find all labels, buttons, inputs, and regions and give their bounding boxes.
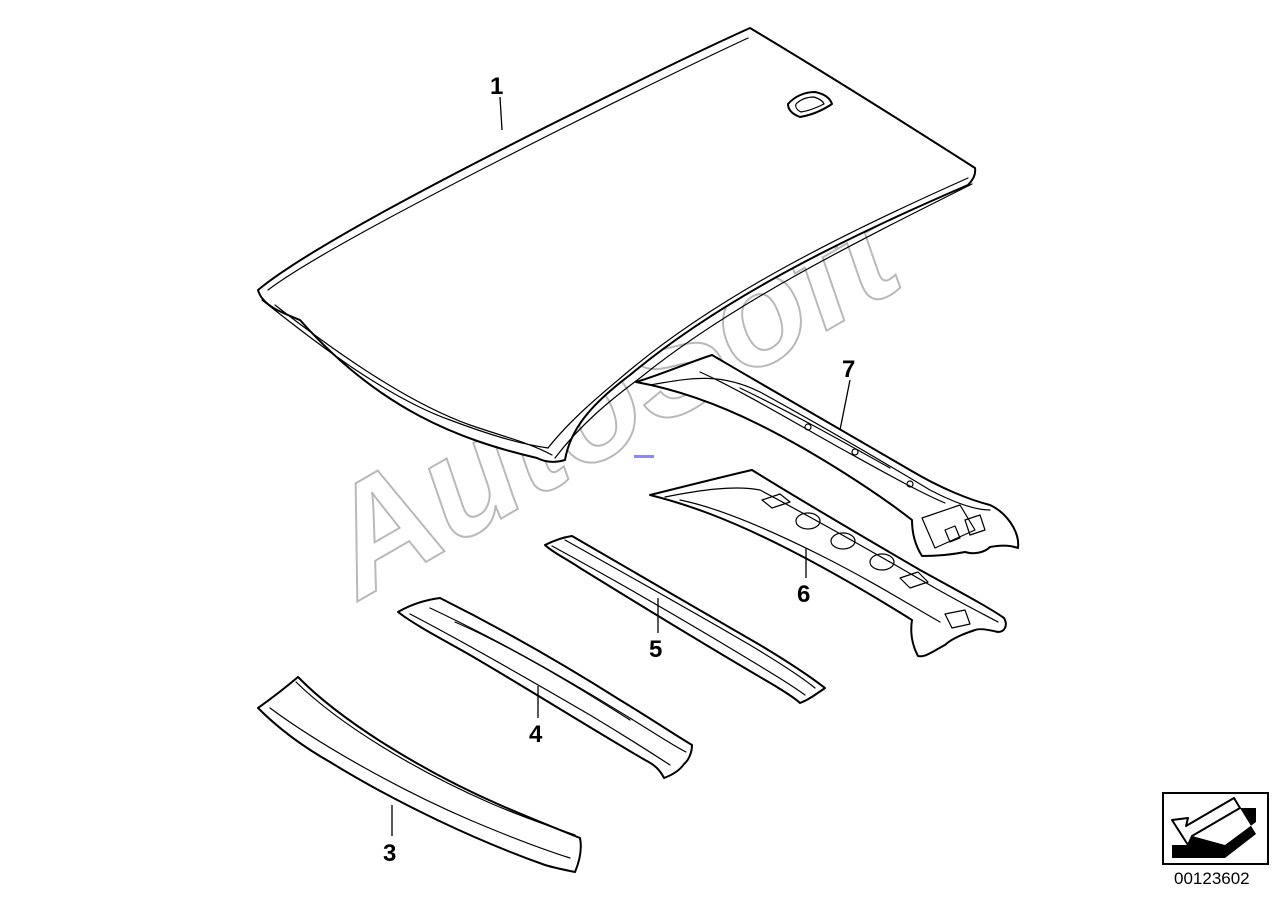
- callout-6: 6: [797, 581, 810, 608]
- leader-7: [839, 379, 851, 431]
- callout-4: 4: [529, 721, 543, 748]
- part-6-roof-bow[interactable]: [649, 469, 1007, 658]
- callout-1: 1: [490, 73, 503, 100]
- callout-5: 5: [649, 636, 662, 663]
- callout-3: 3: [383, 840, 396, 867]
- callout-7: 7: [842, 356, 855, 383]
- part-1-roof-panel[interactable]: [257, 27, 977, 463]
- center-marker: [634, 455, 654, 458]
- drawing-number: 00123602: [1174, 869, 1250, 888]
- part-5-roof-bow[interactable]: [544, 535, 826, 704]
- direction-arrow-icon: [1162, 792, 1269, 865]
- part-7-roof-frame[interactable]: [635, 354, 1020, 557]
- part-3-roof-bow[interactable]: [257, 676, 582, 873]
- leader-1: [499, 96, 503, 131]
- part-4-roof-bow[interactable]: [397, 597, 693, 779]
